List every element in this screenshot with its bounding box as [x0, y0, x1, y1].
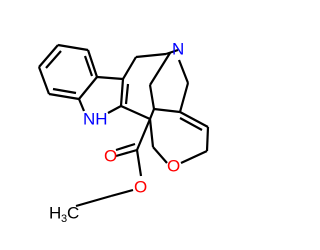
- pyrrole-ring: [77, 75, 130, 114]
- bond: [86, 49, 99, 78]
- bond: [179, 111, 209, 128]
- bond: [57, 43, 89, 52]
- piperidine-ring: [148, 82, 190, 114]
- bond: [120, 104, 151, 121]
- bond: [135, 52, 167, 59]
- ring-oxygen-label: O: [167, 156, 180, 175]
- bond: [37, 66, 51, 95]
- bond: [122, 56, 137, 80]
- benzene-ring: [37, 43, 99, 101]
- amine-nitrogen-label: N: [172, 39, 184, 58]
- bond: [148, 108, 156, 120]
- methyl-h-label: H: [49, 203, 61, 222]
- bond: [205, 126, 210, 152]
- bond: [119, 78, 125, 107]
- bond: [177, 59, 190, 84]
- molecule-diagram: N NH O O O H 3 C: [37, 39, 210, 225]
- bond: [180, 150, 208, 164]
- azepine-bridge: [122, 48, 190, 86]
- bond: [135, 118, 152, 151]
- structure-drawing: N NH O O O H 3 C: [37, 39, 210, 225]
- bond: [152, 146, 168, 164]
- ester-group: [75, 118, 152, 208]
- bond: [75, 194, 112, 208]
- bond: [110, 188, 134, 198]
- double-bond-inner: [45, 50, 62, 69]
- bond: [153, 107, 181, 114]
- double-bond-inner: [52, 87, 77, 95]
- double-bond-inner: [83, 55, 94, 77]
- methyl-subscript: 3: [61, 213, 67, 225]
- oxepane-ring: [120, 104, 210, 164]
- bond: [148, 118, 155, 148]
- double-bond-inner: [179, 117, 203, 131]
- bond: [78, 76, 98, 100]
- bond: [115, 148, 138, 158]
- bond: [178, 82, 190, 113]
- bond: [135, 149, 143, 177]
- bond: [165, 48, 179, 56]
- double-bond-inner: [115, 142, 136, 152]
- bond: [148, 84, 156, 110]
- methyl-c-label: C: [67, 203, 79, 222]
- bond: [107, 105, 122, 114]
- bond: [149, 52, 171, 86]
- double-bond-inner: [124, 83, 130, 105]
- carbonyl-oxygen-label: O: [104, 146, 117, 165]
- ester-oxygen-label: O: [134, 177, 147, 196]
- bond: [96, 75, 124, 81]
- bond: [48, 92, 80, 101]
- indole-nh-label: NH: [83, 109, 108, 128]
- bond: [77, 98, 86, 112]
- bond: [38, 44, 59, 68]
